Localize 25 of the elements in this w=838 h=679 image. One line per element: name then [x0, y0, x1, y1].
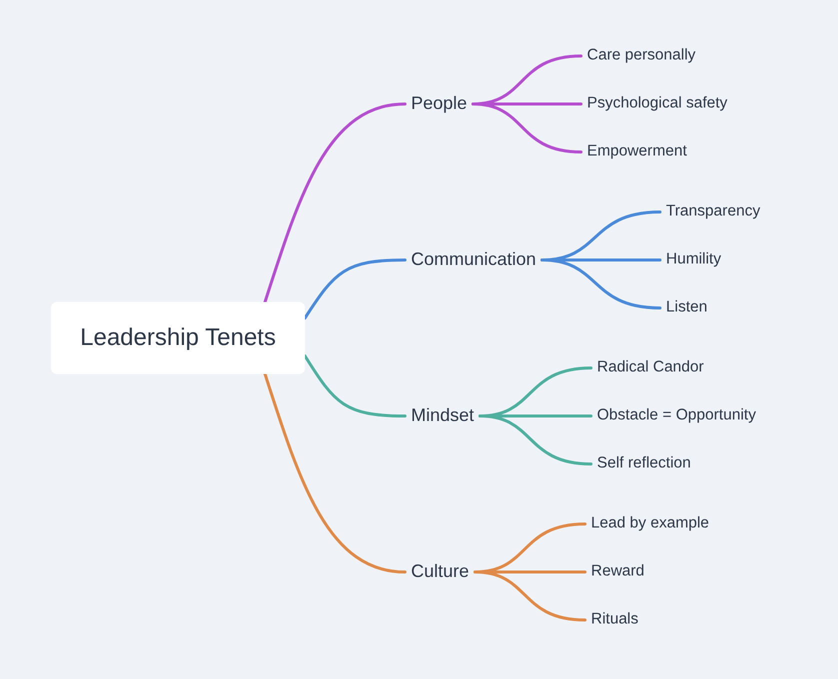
branch-topic: Communication [411, 249, 536, 271]
central-topic: Leadership Tenets [51, 302, 305, 374]
subtopic: Empowerment [587, 142, 687, 162]
branch-line [304, 354, 406, 418]
branch-line [264, 372, 406, 574]
branch-line [472, 102, 582, 154]
branch-line [474, 570, 586, 622]
branch-line [304, 258, 406, 320]
subtopic: Listen [666, 298, 708, 318]
subtopic: Obstacle = Opportunity [597, 406, 756, 426]
branch-line [540, 258, 662, 310]
branch-line [264, 102, 406, 304]
branch-line [478, 414, 592, 466]
subtopic: Humility [666, 250, 722, 270]
branch-topic: Culture [411, 561, 470, 583]
branch-topic: Mindset [411, 405, 474, 427]
subtopic: Self reflection [597, 454, 691, 474]
subtopic: Radical Candor [597, 358, 704, 378]
subtopic: Care personally [587, 46, 696, 66]
branch-topic: People [411, 93, 468, 115]
subtopic: Rituals [591, 610, 638, 630]
subtopic: Psychological safety [587, 94, 728, 114]
subtopic: Reward [591, 562, 644, 582]
subtopic: Transparency [666, 202, 760, 222]
subtopic: Lead by example [591, 514, 710, 534]
